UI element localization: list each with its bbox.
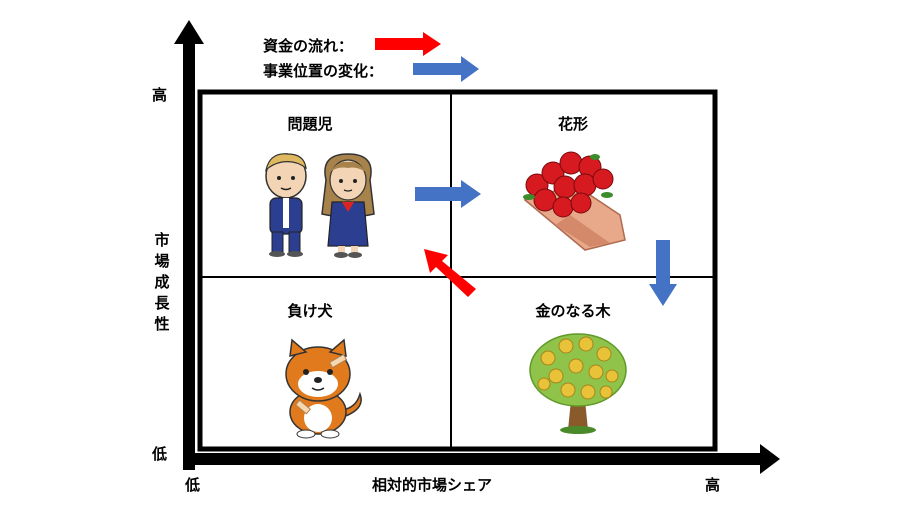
rose-bouquet-icon <box>523 151 626 251</box>
quadrant-title-cash-cow: 金のなる木 <box>535 302 611 320</box>
x-axis-low-label: 低 <box>185 476 201 494</box>
money-tree-icon <box>529 333 627 434</box>
y-axis-label: 市場成長性 <box>154 231 170 333</box>
y-axis-low-label: 低 <box>152 445 168 463</box>
y-axis-high-label: 高 <box>152 86 168 104</box>
position-change-arrow-down-icon <box>649 240 677 306</box>
money-flow-arrow-diagonal-icon <box>424 249 476 297</box>
x-axis-high-label: 高 <box>705 476 721 494</box>
injured-dog-icon <box>285 338 362 439</box>
quadrant-title-dog: 負け犬 <box>287 302 333 320</box>
legend-position-change-label: 事業位置の変化： <box>263 62 384 80</box>
legend-blue-arrow-icon <box>413 56 479 82</box>
student-couple-icon <box>264 153 375 258</box>
legend-red-arrow-icon <box>375 32 441 56</box>
x-axis-label: 相対的市場シェア <box>372 476 493 494</box>
quadrant-title-star: 花形 <box>557 115 588 133</box>
legend-money-flow-label: 資金の流れ： <box>263 37 354 55</box>
quadrant-title-question-mark: 問題児 <box>287 115 333 133</box>
position-change-arrow-right-icon <box>415 180 481 208</box>
